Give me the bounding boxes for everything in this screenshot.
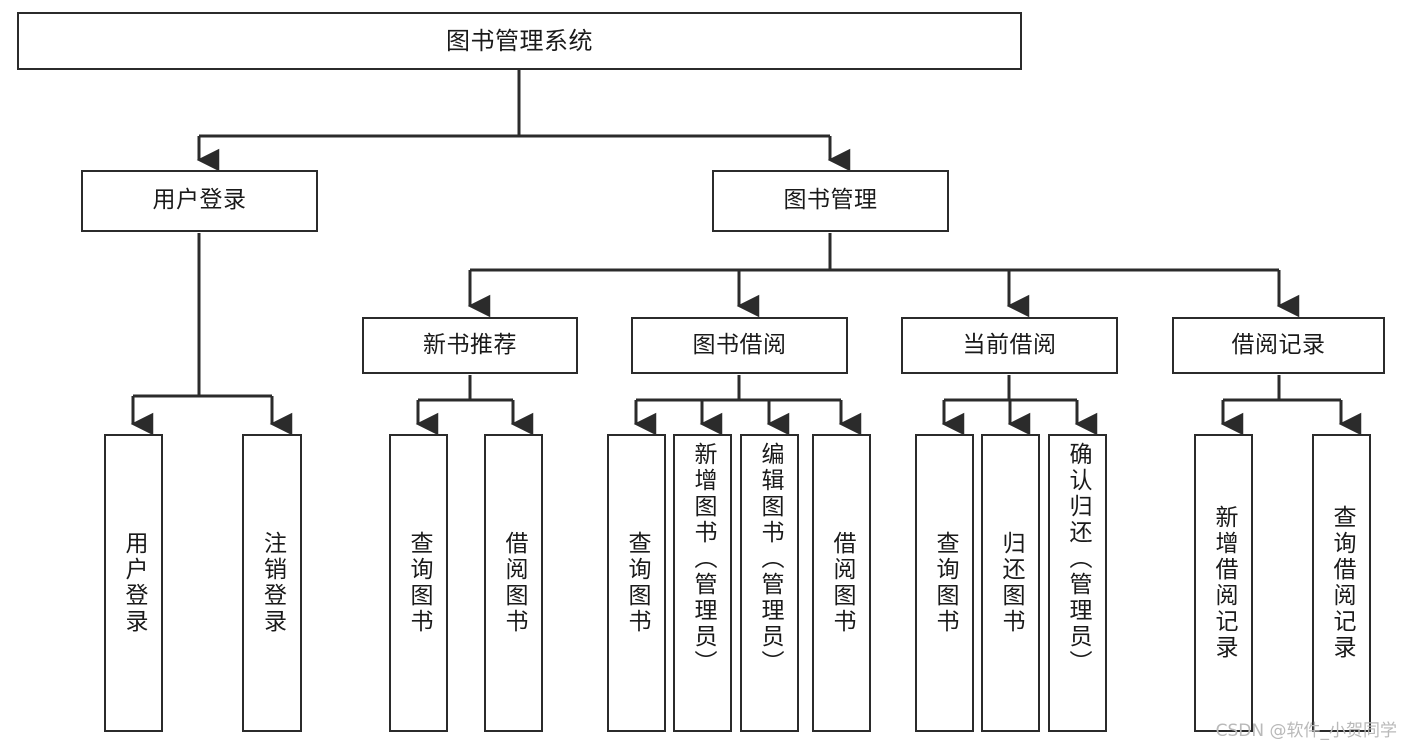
watermark-text: CSDN @软件_小贺同学 (1215, 721, 1397, 741)
node-leaf-add-borrow-record[interactable]: 新增借阅记录 (1194, 434, 1253, 732)
node-label: 归还图书 (998, 531, 1024, 635)
node-leaf-confirm-return[interactable]: 确认归还（管理员） (1048, 434, 1107, 732)
node-user-login[interactable]: 用户登录 (81, 170, 318, 232)
node-label: 借阅图书 (501, 531, 527, 635)
node-label: 查询借阅记录 (1329, 505, 1355, 661)
node-book-management[interactable]: 图书管理 (712, 170, 949, 232)
node-label: 确认归还（管理员） (1065, 442, 1091, 676)
node-label: 编辑图书（管理员） (757, 442, 783, 676)
node-label: 当前借阅 (962, 331, 1057, 358)
node-label: 借阅图书 (829, 531, 855, 635)
node-label: 图书管理系统 (446, 26, 593, 55)
node-leaf-borrow-book-recommend[interactable]: 借阅图书 (484, 434, 543, 732)
node-leaf-user-logout[interactable]: 注销登录 (242, 434, 302, 732)
node-label: 图书管理 (783, 187, 878, 214)
node-root-book-management-system[interactable]: 图书管理系统 (17, 12, 1022, 70)
node-label: 注销登录 (259, 531, 286, 635)
node-label: 借阅记录 (1231, 331, 1326, 358)
node-leaf-query-book-current[interactable]: 查询图书 (915, 434, 974, 732)
node-leaf-query-book-borrow[interactable]: 查询图书 (607, 434, 666, 732)
node-leaf-add-book[interactable]: 新增图书（管理员） (673, 434, 732, 732)
node-label: 用户登录 (152, 187, 247, 214)
node-label: 用户登录 (121, 531, 147, 635)
node-leaf-query-book-recommend[interactable]: 查询图书 (389, 434, 448, 732)
node-label: 新增借阅记录 (1211, 505, 1237, 661)
node-label: 新书推荐 (423, 331, 517, 358)
node-leaf-borrow-book[interactable]: 借阅图书 (812, 434, 871, 732)
node-current-borrow[interactable]: 当前借阅 (901, 317, 1118, 374)
node-label: 新增图书（管理员） (690, 442, 716, 676)
node-book-borrow[interactable]: 图书借阅 (631, 317, 848, 374)
node-label: 图书借阅 (692, 331, 787, 358)
node-leaf-user-login[interactable]: 用户登录 (104, 434, 163, 732)
node-label: 查询图书 (406, 531, 432, 635)
node-label: 查询图书 (932, 531, 958, 635)
node-leaf-return-book[interactable]: 归还图书 (981, 434, 1040, 732)
node-leaf-edit-book[interactable]: 编辑图书（管理员） (740, 434, 799, 732)
node-new-book-recommend[interactable]: 新书推荐 (362, 317, 578, 374)
node-borrow-record[interactable]: 借阅记录 (1172, 317, 1385, 374)
node-label: 查询图书 (624, 531, 650, 635)
node-leaf-query-borrow-record[interactable]: 查询借阅记录 (1312, 434, 1371, 732)
